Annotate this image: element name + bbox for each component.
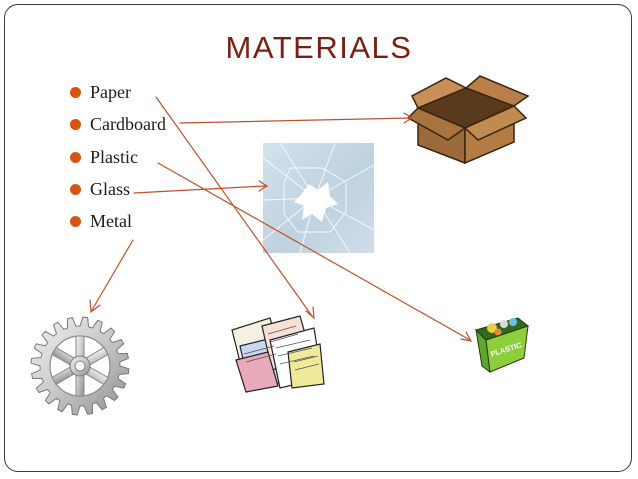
- arrow-glass-to-glass: [133, 180, 269, 194]
- bullet-dot: [70, 87, 81, 98]
- bullet-dot: [70, 119, 81, 131]
- paper-pile-image: [231, 315, 325, 393]
- plastic-recycling-bin-image: PLASTIC: [475, 317, 530, 374]
- bullet-label: Cardboard: [90, 114, 166, 135]
- arrow-plastic-to-bin: [157, 162, 473, 342]
- arrow-metal-to-gear: [89, 239, 134, 314]
- arrow-cardboard-to-box: [179, 112, 414, 124]
- bullet-label: Metal: [90, 211, 132, 232]
- broken-glass-image: [262, 142, 375, 254]
- connector-arrows: [89, 96, 473, 342]
- bullet-label: Paper: [90, 82, 131, 102]
- bullet-dot: [70, 151, 81, 163]
- cardboard-box-image: [406, 75, 530, 165]
- bullet-label: Plastic: [90, 146, 138, 167]
- metal-gear-image: [30, 316, 130, 416]
- slide-title: MATERIALS: [225, 30, 413, 65]
- bullet-label: Glass: [90, 178, 130, 199]
- bullet-dot: [70, 183, 81, 195]
- bullet-dot: [70, 216, 81, 228]
